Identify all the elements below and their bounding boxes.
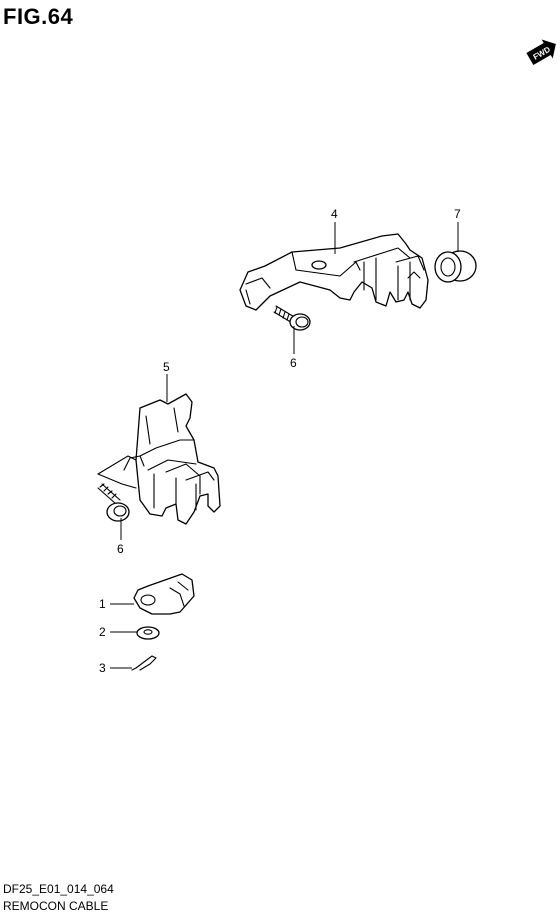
callout-4: 4 — [331, 207, 338, 221]
diagram-title: REMOCON CABLE — [3, 899, 109, 913]
diagram-code: DF25_E01_014_064 — [3, 882, 114, 896]
callout-1: 1 — [99, 597, 106, 611]
callout-3: 3 — [99, 661, 106, 675]
callout-6-upper: 6 — [290, 356, 297, 370]
bracket-upper — [239, 233, 429, 311]
bracket-lower — [97, 393, 221, 525]
bolt-lower — [97, 483, 130, 522]
callout-6-lower: 6 — [117, 542, 124, 556]
cotter-pin — [131, 655, 157, 671]
fwd-arrow-icon: FWD — [526, 39, 556, 66]
callout-2: 2 — [99, 625, 106, 639]
cable-end — [133, 573, 195, 615]
bolt-upper — [273, 305, 311, 331]
grommet — [434, 250, 477, 283]
figure-title: FIG.64 — [3, 4, 74, 29]
washer — [136, 626, 160, 640]
callout-7: 7 — [454, 207, 461, 221]
callout-5: 5 — [163, 360, 170, 374]
